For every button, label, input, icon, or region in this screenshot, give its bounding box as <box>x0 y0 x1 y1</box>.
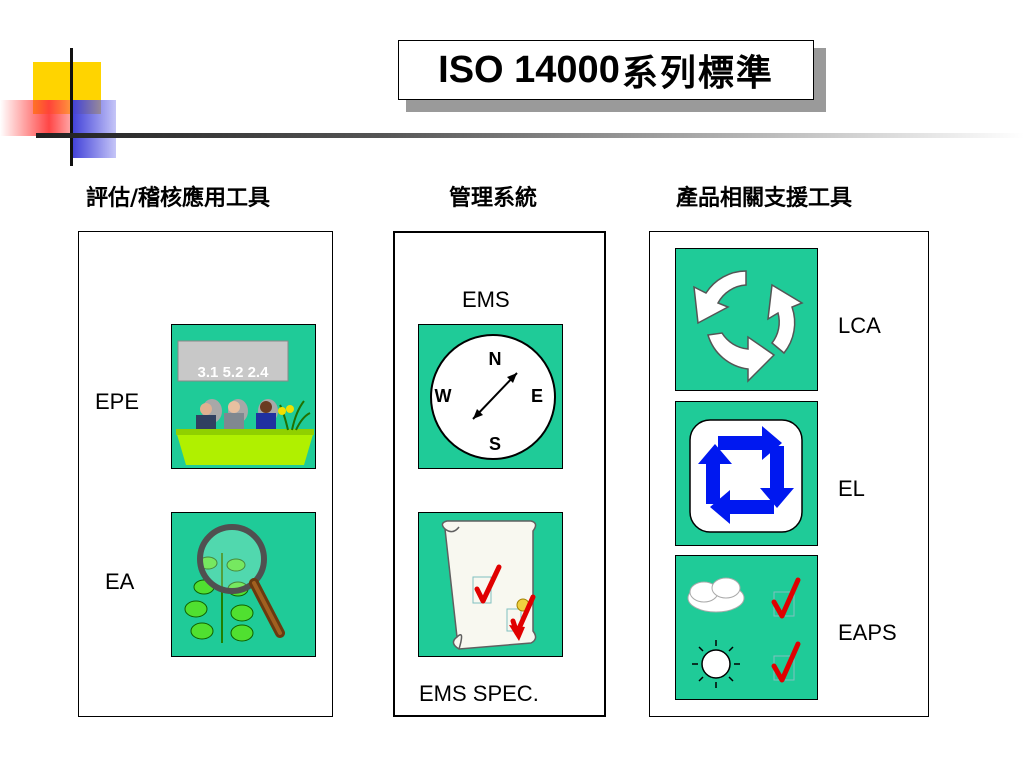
compass-icon: N E S W <box>430 334 556 460</box>
tile-eaps <box>675 555 818 700</box>
page-title: ISO 14000 系列標準 <box>398 40 814 100</box>
label-el: EL <box>838 476 865 501</box>
recycle-circle-icon <box>693 270 804 383</box>
eaps-graphic <box>687 577 801 688</box>
magnifier-plant-icon <box>184 524 285 643</box>
label-ems-spec: EMS SPEC. <box>419 681 539 706</box>
title-latin: ISO 14000 <box>438 48 620 91</box>
label-lca: LCA <box>838 313 881 338</box>
tile-ems-spec <box>418 512 563 657</box>
label-epe: EPE <box>95 389 140 414</box>
tile-el <box>675 401 818 546</box>
tile-lca <box>675 248 818 391</box>
decor-blue-square <box>72 100 116 158</box>
tile-epe: 3.1 5.2 2.4 <box>171 324 316 469</box>
compass-e: E <box>531 386 543 406</box>
column-heading-assessment: 評估/稽核應用工具 <box>86 185 271 211</box>
label-ea: EA <box>105 569 135 594</box>
sun-icon <box>692 640 740 688</box>
eco-label-icon <box>689 419 803 533</box>
tile-ems: N E S W <box>418 324 563 469</box>
cloud-icon <box>687 577 745 613</box>
scroll-certificate-icon <box>441 520 537 650</box>
title-chinese: 系列標準 <box>621 52 774 94</box>
decor-red-bar <box>0 100 70 136</box>
decor-vertical-line <box>70 48 73 166</box>
label-eaps: EAPS <box>838 620 897 645</box>
decor-horizontal-line <box>36 133 1024 138</box>
label-ems: EMS <box>462 287 510 312</box>
tile-ea <box>171 512 316 657</box>
compass-s: S <box>489 434 501 454</box>
checkmark-icon <box>771 577 801 619</box>
compass-w: W <box>435 386 452 406</box>
checkmark-icon <box>771 641 801 683</box>
compass-n: N <box>489 349 502 369</box>
meeting-panel-icon: 3.1 5.2 2.4 <box>176 340 314 465</box>
column-heading-management: 管理系統 <box>449 185 538 211</box>
column-heading-product: 產品相關支援工具 <box>676 185 853 211</box>
slide-numbers: 3.1 5.2 2.4 <box>198 364 270 381</box>
